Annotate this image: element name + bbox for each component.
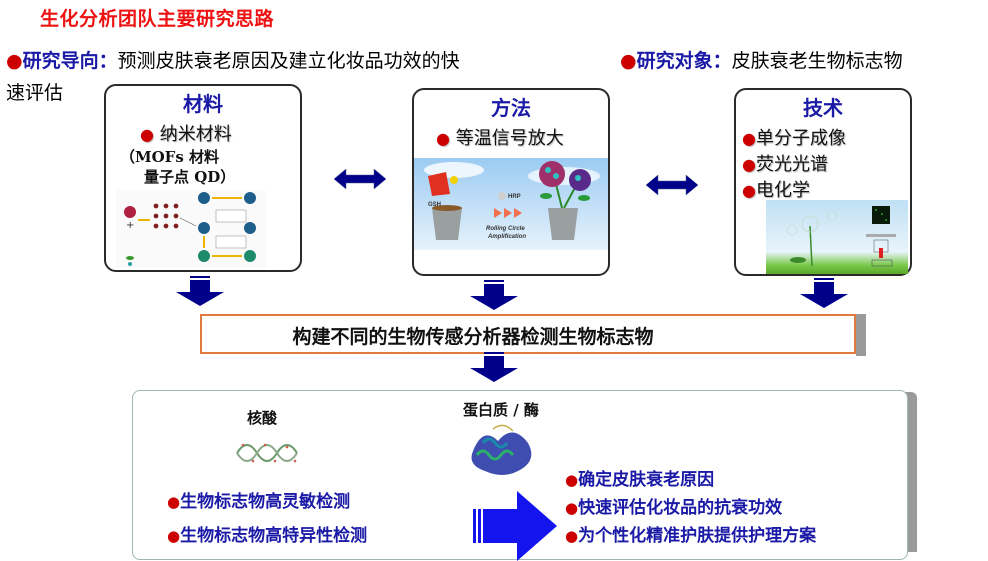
outcomes-box: 核酸 蛋白质 / 酶 ●生物标志物高灵敏检测 ●生物标志物高特异性检测 ●确定皮… [132, 390, 908, 561]
right-item-text: 确定皮肤衰老原因 [578, 470, 715, 490]
double-arrow-icon [334, 168, 386, 190]
materials-bullet-text: 纳米材料 [159, 124, 232, 145]
technology-bullet-1: ●单分子成像 [742, 124, 846, 150]
biosensor-text: 构建不同的生物传感分析器检测生物标志物 [292, 326, 654, 348]
research-object: ●研究对象：皮肤衰老生物标志物 [620, 46, 903, 73]
svg-text:Amplification: Amplification [487, 234, 526, 240]
technology-bullet-text: 电化学 [755, 180, 810, 201]
method-box: 方法 ● 等温信号放大 GSH HRP Rolling Circle [412, 88, 610, 276]
molecule-icon [124, 206, 136, 218]
watering-can-icon [428, 172, 450, 196]
dna-icon [236, 443, 298, 463]
right-item-text: 为个性化精准护肤提供护理方案 [578, 526, 817, 546]
down-arrow-icon [470, 280, 518, 310]
technology-bullet-text: 荧光光谱 [755, 154, 828, 175]
bullet-icon: ● [140, 125, 154, 144]
fluorescence-image [872, 206, 890, 224]
bullet-icon: ● [742, 181, 756, 200]
bottom-box-shadow [905, 392, 917, 552]
technology-bullet-text: 单分子成像 [755, 128, 846, 149]
down-arrow-icon [470, 352, 518, 382]
method-bullet-text: 等温信号放大 [455, 128, 564, 149]
technology-box: 技术 ●单分子成像 ●荧光光谱 ●电化学 [734, 88, 912, 276]
dandelion-illustration [766, 200, 908, 274]
method-bullet: ● 等温信号放大 [436, 124, 564, 150]
protein-label: 蛋白质 / 酶 [463, 401, 539, 419]
bullet-icon: ● [167, 493, 181, 511]
technology-bullet-2: ●荧光光谱 [742, 150, 828, 176]
mof-illustration: + [116, 190, 266, 268]
research-direction-text: 预测皮肤衰老原因及建立化妆品功效的快 [117, 50, 460, 72]
bullet-icon: ● [565, 499, 579, 517]
down-arrow-icon [800, 278, 848, 308]
research-object-text: 皮肤衰老生物标志物 [731, 50, 903, 72]
svg-text:Rolling Circle: Rolling Circle [486, 226, 525, 232]
materials-sub2: 量子点 QD） [144, 168, 236, 186]
right-item-2: ●快速评估化妆品的抗衰功效 [565, 493, 782, 518]
bullet-icon: ● [565, 527, 579, 545]
left-item-1: ●生物标志物高灵敏检测 [167, 487, 350, 512]
research-direction-label: 研究导向： [22, 50, 118, 72]
right-item-text: 快速评估化妆品的抗衰功效 [578, 498, 783, 518]
materials-bullet: ● 纳米材料 [140, 120, 232, 146]
research-direction-text-cont: 速评估 [6, 82, 64, 104]
bullet-icon: ● [565, 471, 579, 489]
nucleic-acid-label: 核酸 [247, 409, 278, 427]
method-title: 方法 [491, 96, 531, 120]
right-item-1: ●确定皮肤衰老原因 [565, 465, 714, 490]
technology-bullet-3: ●电化学 [742, 176, 810, 202]
materials-box: 材料 ● 纳米材料 （MOFs 材料 量子点 QD） + [104, 84, 302, 272]
materials-sub1: （MOFs 材料 [120, 148, 219, 166]
flower-icon [539, 161, 565, 187]
bullet-icon: ● [742, 155, 756, 174]
bullet-icon: ● [6, 50, 23, 72]
left-item-text: 生物标志物高灵敏检测 [180, 492, 351, 512]
right-item-3: ●为个性化精准护肤提供护理方案 [565, 521, 816, 546]
biosensor-box: 构建不同的生物传感分析器检测生物标志物 [200, 314, 856, 354]
technology-title: 技术 [803, 96, 843, 120]
research-object-label: 研究对象： [636, 50, 732, 72]
left-item-2: ●生物标志物高特异性检测 [167, 521, 367, 546]
dandelion-icon [801, 215, 819, 233]
bullet-icon: ● [620, 50, 637, 72]
bullet-icon: ● [436, 129, 450, 148]
svg-text:+: + [126, 220, 134, 231]
pot-icon [432, 208, 462, 240]
rca-illustration: GSH HRP Rolling Circle Amplification [414, 158, 608, 250]
page-title: 生化分析团队主要研究思路 [40, 8, 275, 30]
double-arrow-icon [646, 174, 698, 196]
big-right-arrow-icon [473, 491, 557, 561]
pot-icon [548, 208, 578, 240]
bullet-icon: ● [742, 129, 756, 148]
center-box-shadow [856, 314, 866, 356]
materials-title: 材料 [183, 92, 223, 116]
left-item-text: 生物标志物高特异性检测 [180, 526, 368, 546]
protein-structure-icon [471, 424, 532, 475]
bullet-icon: ● [167, 527, 181, 545]
svg-text:HRP: HRP [508, 194, 521, 200]
research-direction: ●研究导向：预测皮肤衰老原因及建立化妆品功效的快 [6, 46, 460, 73]
svg-text:GSH: GSH [428, 202, 441, 208]
down-arrow-icon [176, 276, 224, 306]
